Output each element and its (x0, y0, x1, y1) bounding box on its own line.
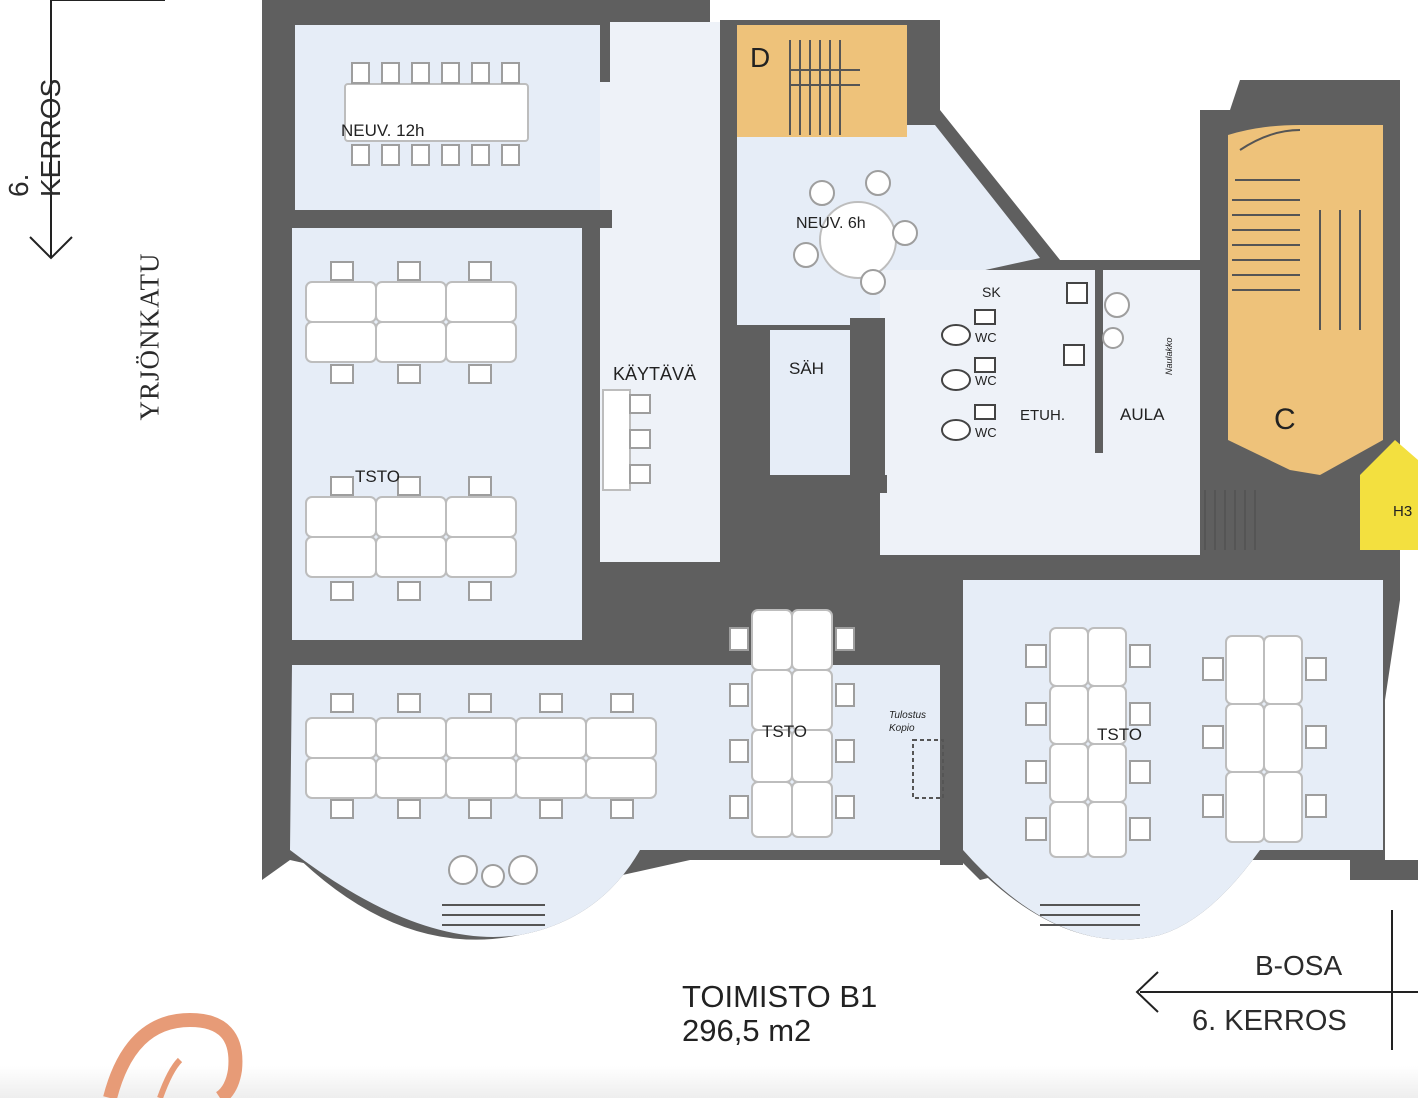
stair-d (737, 25, 907, 137)
left-markers (29, 0, 165, 260)
electrical-room-label: SÄH (789, 359, 824, 378)
wc-fixtures (941, 282, 1088, 441)
wc-label-3: WC (975, 425, 997, 440)
lobby-label: AULA (1120, 405, 1165, 424)
desk-group (305, 83, 1303, 858)
wc-label-1: WC (975, 330, 997, 345)
left-floor-label: 6. KERROS (3, 78, 66, 197)
print-label: Tulostus (889, 710, 926, 721)
electrical-room (770, 330, 850, 490)
office-right-label: TSTO (1097, 725, 1142, 744)
office-center-label: TSTO (762, 722, 807, 741)
logo-mark-icon (103, 1012, 243, 1098)
plan-title: TOIMISTO B1 (682, 979, 878, 1014)
chairs (330, 62, 1327, 888)
stair-c-label: C (1274, 403, 1296, 436)
coat-label: Naulakko (1164, 337, 1174, 375)
elevator-label: H3 (1393, 503, 1412, 520)
stair-treads (442, 40, 1361, 926)
cleaning-room-label: SK (982, 284, 1001, 300)
meeting-room-12-label: NEUV. 12h (341, 121, 424, 140)
printer-area (912, 739, 944, 799)
office-room-right (963, 580, 1383, 940)
elevator-h3 (1360, 440, 1418, 550)
interior-walls (292, 22, 1385, 865)
meeting-room-6-label: NEUV. 6h (796, 215, 866, 232)
plan-area: 296,5 m2 (682, 1013, 812, 1048)
stair-c (1228, 125, 1383, 475)
wc-label-2: WC (975, 373, 997, 388)
lobby-area (880, 270, 1200, 555)
copy-label: Kopio (889, 723, 915, 734)
office-left-label: TSTO (355, 467, 400, 486)
anteroom-label: ETUH. (1020, 407, 1065, 424)
section-label: B-OSA (1255, 950, 1343, 981)
right-markers (1135, 910, 1418, 1050)
street-label: YRJÖNKATU (134, 252, 165, 421)
stair-d-label: D (750, 42, 770, 73)
corridor-label: KÄYTÄVÄ (613, 364, 696, 384)
right-floor-label: 6. KERROS (1192, 1005, 1347, 1037)
title-block: TOIMISTO B1 296,5 m2 (682, 980, 877, 1048)
